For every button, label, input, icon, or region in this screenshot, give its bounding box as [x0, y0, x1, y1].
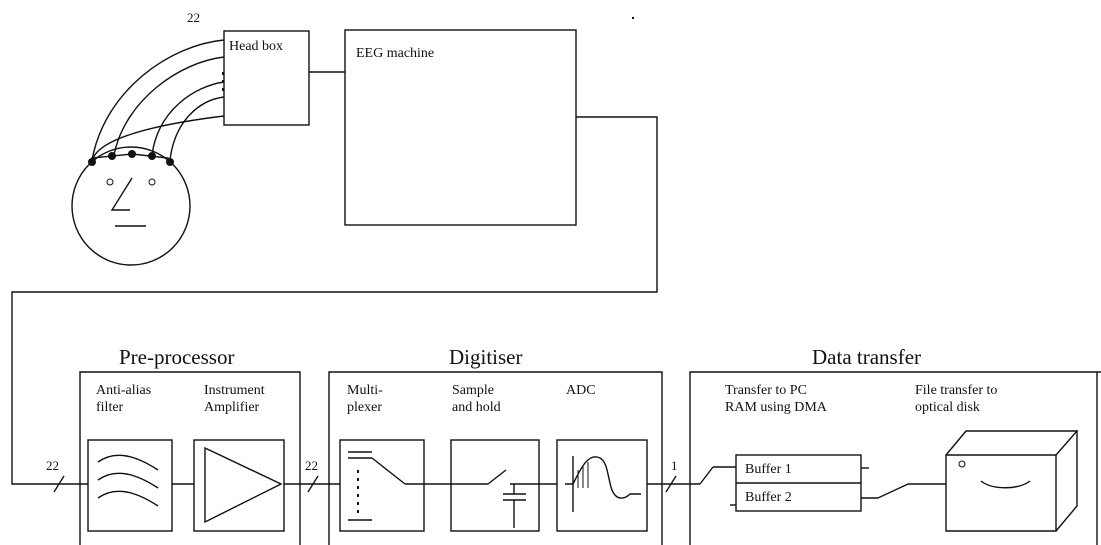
anti-alias-filter-block [87, 439, 173, 532]
head-outline [71, 146, 191, 266]
file-transfer-label-line1: File transfer to [915, 383, 997, 398]
amplified-channel-marker: 22 [305, 458, 319, 493]
filter-wave-icon [97, 490, 159, 507]
head-eye-left [106, 178, 114, 186]
sample-hold-label-line1: Sample [452, 383, 494, 398]
amplified-channel-count: 22 [305, 458, 318, 473]
anti-alias-label-line2: filter [96, 400, 124, 415]
eeg-machine: EEG machine [344, 29, 577, 226]
multiplexer-label-line1: Multi- [347, 383, 383, 398]
multiplexer-dots [357, 470, 359, 513]
filter-wave-icon [97, 454, 159, 471]
stray-mark [632, 17, 634, 19]
electrode-wire [151, 81, 225, 156]
head-nose [110, 177, 133, 211]
electrode-wire [91, 115, 225, 163]
disk-slot-icon [980, 480, 1031, 489]
ram-transfer-label-line2: RAM using DMA [725, 400, 828, 415]
digitised-channel-count: 1 [671, 458, 678, 473]
drive-indicator-light [958, 460, 966, 468]
channel-dots [222, 72, 224, 91]
ram-transfer-label-line1: Transfer to PC [725, 383, 807, 398]
adc-label: ADC [566, 383, 596, 398]
electrode-wire [113, 56, 225, 156]
eeg-output-signal-line [11, 116, 658, 485]
adc-block [556, 439, 648, 532]
buffer-block: Buffer 1 Buffer 2 [730, 454, 869, 512]
amplifier-label-line2: Amplifier [204, 400, 260, 415]
data-transfer-section: Transfer to PC RAM using DMA File transf… [689, 371, 1101, 545]
multiplexer-switch-icon [371, 457, 406, 485]
multiplexer-label-line2: plexer [347, 400, 382, 415]
amplifier-block [193, 439, 285, 532]
electrode-wire [169, 96, 225, 161]
filter-wave-icon [97, 472, 159, 489]
electrode [166, 158, 174, 166]
data-transfer-title: Data transfer [812, 345, 921, 369]
input-channel-marker: 22 [46, 458, 65, 493]
multiplexer-block [339, 439, 425, 532]
head-box-label: Head box [229, 39, 283, 54]
head-box: Head box 22 [187, 10, 310, 126]
adc-waveform-icon [565, 456, 641, 499]
optical-disk-drive [945, 430, 1079, 532]
file-transfer-label-line2: optical disk [915, 400, 980, 415]
sample-hold-block [450, 439, 540, 532]
head-box-channel-count: 22 [187, 10, 200, 25]
electrode-wire [91, 39, 225, 161]
amplifier-label-line1: Instrument [204, 383, 265, 398]
sample-hold-label-line2: and hold [452, 400, 501, 415]
amplifier-triangle-icon [204, 446, 283, 524]
buffer-2-label: Buffer 2 [745, 490, 792, 505]
buffer-1-label: Buffer 1 [745, 462, 792, 477]
anti-alias-label-line1: Anti-alias [96, 383, 151, 398]
eeg-machine-label: EEG machine [356, 46, 434, 61]
electrode [148, 152, 156, 160]
digitiser-section: Multi- plexer Sample and hold ADC [328, 371, 663, 545]
electrode [128, 150, 136, 158]
input-channel-count: 22 [46, 458, 59, 473]
sample-switch-icon [487, 469, 507, 485]
preprocessor-title: Pre-processor [119, 345, 234, 369]
head-illustration [71, 39, 225, 266]
preprocessor-section: Anti-alias filter Instrument Amplifier [79, 371, 301, 545]
digitiser-title: Digitiser [449, 345, 523, 369]
head-eye-right [148, 178, 156, 186]
digitised-channel-marker: 1 [665, 458, 678, 493]
